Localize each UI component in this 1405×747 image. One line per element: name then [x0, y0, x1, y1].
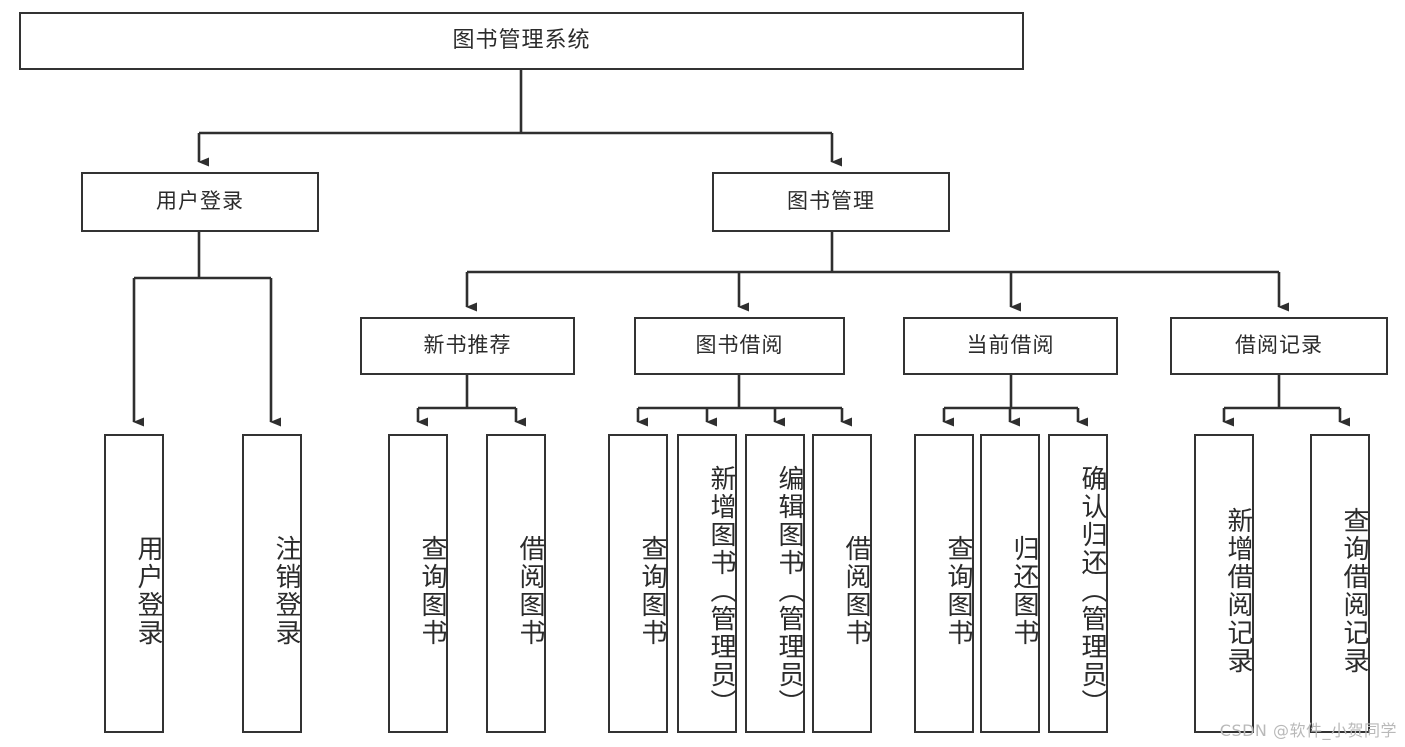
leaf-new-book-borrow[interactable]: 借阅图书	[486, 434, 546, 733]
node-label: 借阅记录	[1235, 333, 1323, 358]
node-label: 借阅图书	[841, 534, 871, 647]
node-label: 查询借阅记录	[1339, 506, 1369, 675]
node-label: 图书借阅	[695, 333, 784, 358]
node-label: 注销登录	[271, 534, 301, 647]
leaf-current-borrow-query[interactable]: 查询图书	[914, 434, 974, 733]
leaf-book-borrow-borrow[interactable]: 借阅图书	[812, 434, 872, 733]
node-label: 查询图书	[637, 534, 667, 647]
leaf-current-borrow-confirm-return[interactable]: 确认归还（管理员）	[1048, 434, 1108, 733]
node-book-borrow[interactable]: 图书借阅	[634, 317, 845, 375]
node-label: 用户登录	[133, 534, 163, 647]
node-label: 归还图书	[1009, 534, 1039, 647]
node-label: 图书管理	[787, 189, 875, 214]
node-label: 图书管理系统	[452, 27, 591, 53]
leaf-user-login-logout[interactable]: 注销登录	[242, 434, 302, 733]
leaf-new-book-query[interactable]: 查询图书	[388, 434, 448, 733]
node-label: 确认归还（管理员）	[1077, 464, 1107, 717]
node-label: 借阅图书	[515, 534, 545, 647]
node-label: 新书推荐	[423, 333, 512, 358]
node-label: 查询图书	[943, 534, 973, 647]
watermark: CSDN @软件_小贺同学	[1219, 721, 1397, 740]
node-label: 查询图书	[417, 534, 447, 647]
node-label: 当前借阅	[966, 333, 1055, 358]
leaf-borrow-record-add[interactable]: 新增借阅记录	[1194, 434, 1254, 733]
node-label: 用户登录	[156, 189, 244, 214]
node-label: 新增图书（管理员）	[706, 464, 736, 717]
leaf-user-login-login[interactable]: 用户登录	[104, 434, 164, 733]
leaf-book-borrow-query[interactable]: 查询图书	[608, 434, 668, 733]
leaf-borrow-record-query[interactable]: 查询借阅记录	[1310, 434, 1370, 733]
node-borrow-record[interactable]: 借阅记录	[1170, 317, 1388, 375]
node-label: 编辑图书（管理员）	[774, 464, 804, 717]
leaf-book-borrow-edit[interactable]: 编辑图书（管理员）	[745, 434, 805, 733]
node-user-login[interactable]: 用户登录	[81, 172, 319, 232]
leaf-book-borrow-add[interactable]: 新增图书（管理员）	[677, 434, 737, 733]
node-new-book-recommend[interactable]: 新书推荐	[360, 317, 575, 375]
leaf-current-borrow-return[interactable]: 归还图书	[980, 434, 1040, 733]
node-label: 新增借阅记录	[1223, 506, 1253, 675]
node-book-management[interactable]: 图书管理	[712, 172, 950, 232]
node-root-system[interactable]: 图书管理系统	[19, 12, 1024, 70]
node-current-borrow[interactable]: 当前借阅	[903, 317, 1118, 375]
